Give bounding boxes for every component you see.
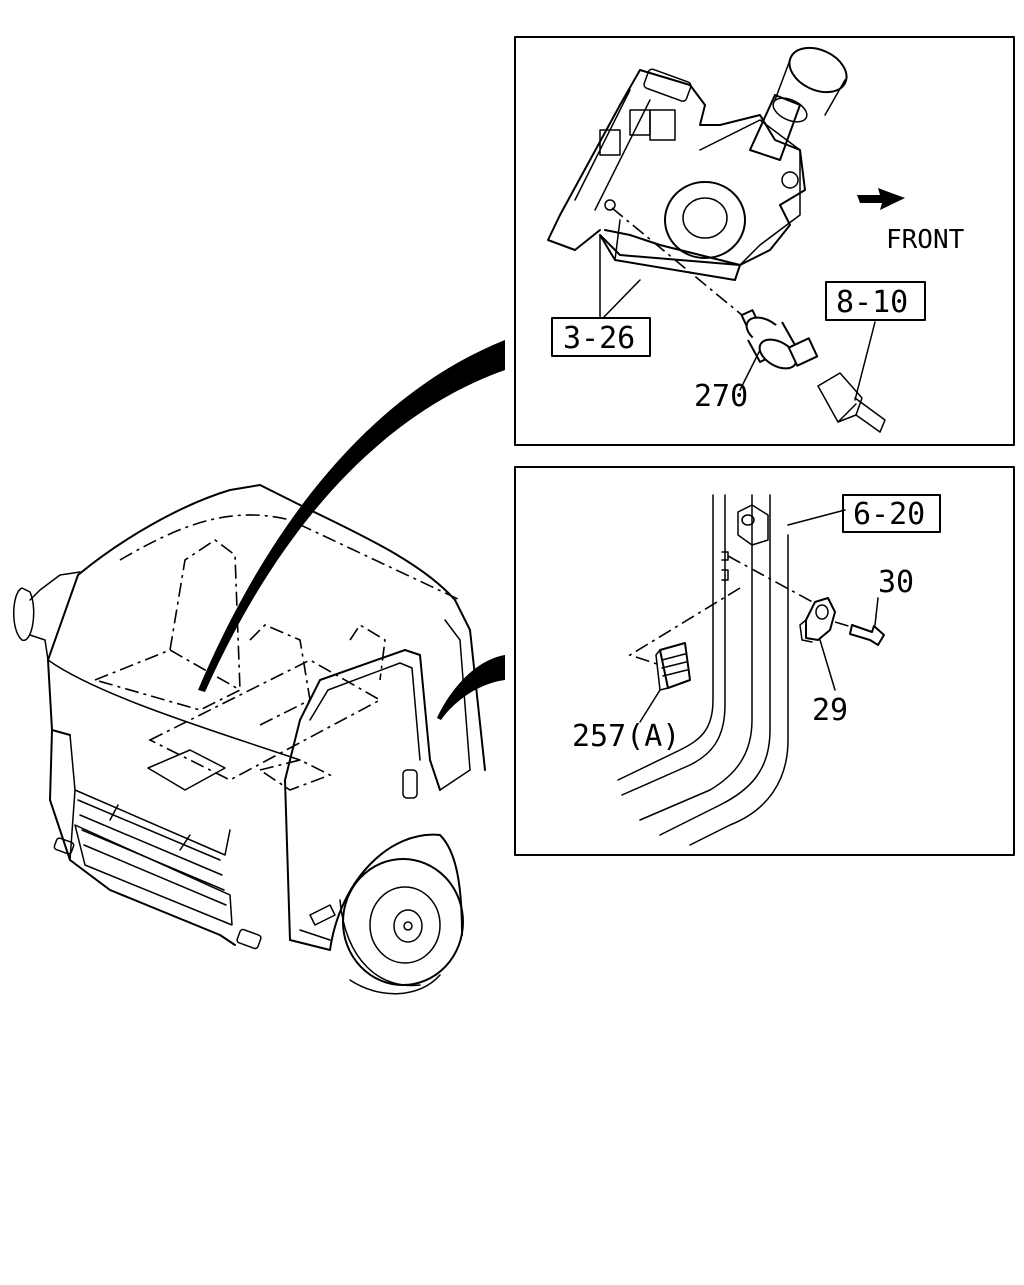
assembly-line-plug [628,587,741,666]
detail-panel-door-switch [514,466,1015,856]
part-number-29: 29 [812,693,848,728]
connector-illustration [817,321,886,433]
pressure-switch-270 [739,309,819,391]
callout-swoosh-lower [437,655,505,720]
ref-label-8-10: 8-10 [836,285,908,320]
assembly-line-switch [727,555,819,606]
screw-30 [849,597,885,646]
ref-box-3-26 [551,317,651,357]
callout-swoosh-upper [198,340,505,692]
door-switch-29 [799,597,836,691]
truck-cab-illustration [13,484,486,995]
detail-panel-pressure-switch [514,36,1015,446]
ref-label-3-26: 3-26 [563,321,635,356]
front-label: FRONT [886,225,965,255]
part-number-270: 270 [694,379,748,414]
door-frame-illustration [617,494,846,846]
ref-box-6-20 [842,494,941,533]
injection-pump-illustration [547,46,848,321]
part-number-30: 30 [878,565,914,600]
ref-label-6-20: 6-20 [853,497,925,532]
part-number-257a: 257(A) [572,719,680,754]
assembly-line-screw [834,621,863,631]
plug-257a [639,642,691,723]
front-arrow-icon [857,188,905,210]
ref-box-8-10 [825,281,926,321]
